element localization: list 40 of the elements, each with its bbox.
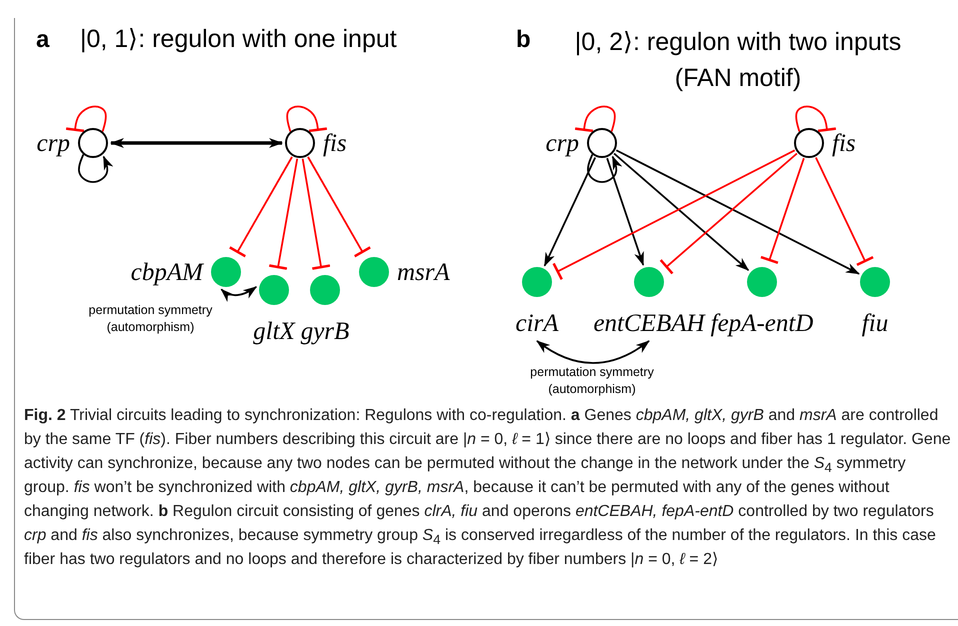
inhibition-line <box>760 158 805 264</box>
inhibition-line <box>229 156 293 258</box>
gene-label: gltX <box>253 319 295 344</box>
inhibition-line <box>660 152 798 274</box>
panel-letter: a <box>36 26 50 54</box>
gene-label: fis <box>323 130 347 156</box>
double-headed-arrow <box>110 138 283 148</box>
self-loop <box>286 106 328 132</box>
arrow <box>616 149 860 275</box>
gene-label: crp <box>36 130 70 156</box>
gene-label: crp <box>546 130 579 156</box>
annotation: permutation symmetry (automorphism) <box>529 364 655 398</box>
self-loop <box>574 106 616 132</box>
gene-label: fiu <box>862 311 888 336</box>
arrow <box>544 157 596 267</box>
gene-label: cirA <box>515 311 559 336</box>
annotation: permutation symmetry (automorphism) <box>88 302 214 336</box>
curved-double-arrow <box>536 340 650 364</box>
curved-double-arrow <box>220 286 258 302</box>
self-loop <box>587 154 622 183</box>
panel-heading: |0, 1⟩: regulon with one input <box>80 24 397 54</box>
figure-caption: Fig. 2 Trivial circuits leading to synchronization: Regulons with co-regulation. a Genes cbpAM, gltX, gyrB and msrA are controlled by the same TF (fis). Fiber numbers describing this circuit are |n = 0, ℓ = 1⟩ since there are no loops and fiber has 1 regulator. Gene activity can synchronize, because any two nodes can be permuted without the change in the network under the S$_{4}$ symmetry group. fis won’t be synchronized with cbpAM, gltX, gyrB, msrA, because it can’t be permuted with any of the genes without changing network. b Regulon circuit consisting of genes clrA, fiu and operons entCEBAH, fepA-entD controlled by two regulators crp and fis also synchronizes, because symmetry group S$_{4}$ is conserved irregardless of the number of the regulators. In this case fiber has two regulators and no loops and therefore is characterized by fiber numbers |n = 0, ℓ = 2⟩ <box>24 406 952 570</box>
gene-label: msrA <box>397 260 450 284</box>
gene-label: entCEBAH <box>593 311 705 336</box>
gene-label: gyrB <box>300 319 350 344</box>
panel-letter: b <box>516 26 531 54</box>
self-loop <box>78 154 114 183</box>
inhibition-line <box>307 156 371 258</box>
arrow <box>606 158 644 266</box>
inhibition-line <box>268 158 298 270</box>
self-loop <box>795 106 836 132</box>
gene-label: fis <box>832 130 856 156</box>
arrow <box>614 152 750 271</box>
gene-label: cbpAM <box>130 260 203 284</box>
inhibition-line <box>815 157 874 266</box>
self-loop <box>66 106 107 132</box>
inhibition-line <box>302 158 330 270</box>
panel-heading: |0, 2⟩: regulon with two inputs (FAN motif) <box>574 27 902 94</box>
inhibition-line <box>552 149 796 280</box>
gene-label: fepA-entD <box>710 311 814 336</box>
